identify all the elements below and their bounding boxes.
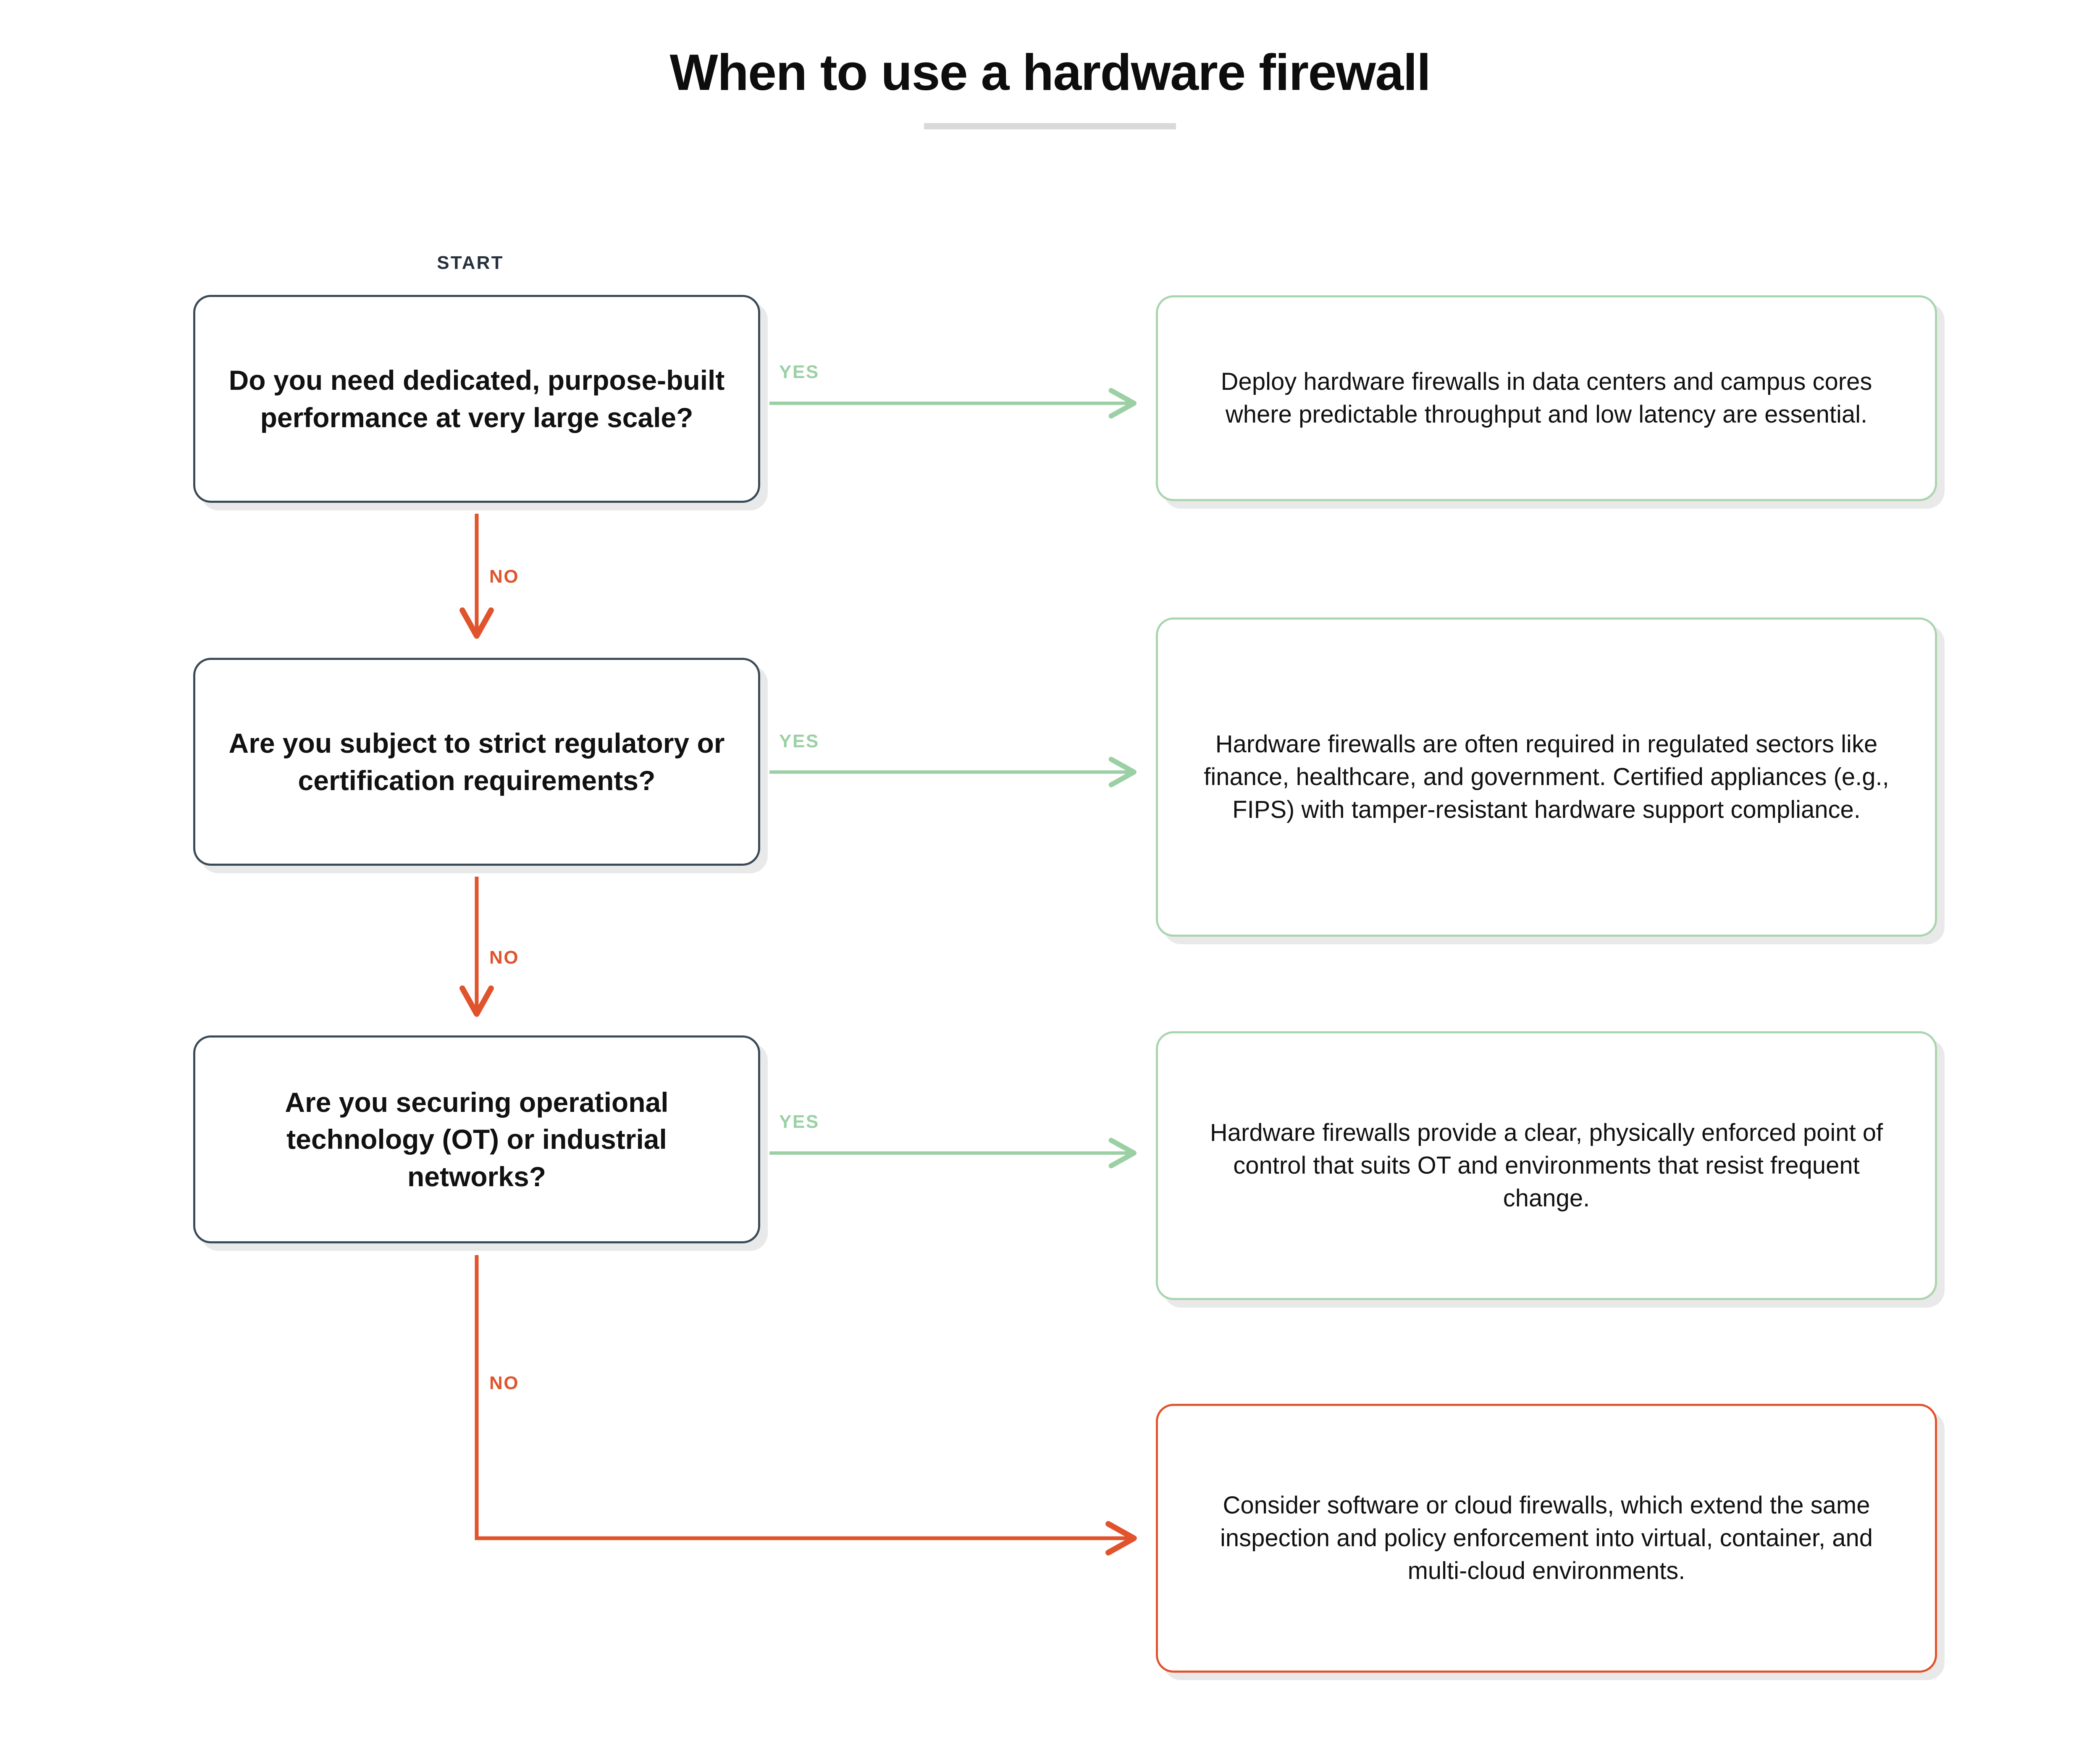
decision-node-performance[interactable]: Do you need dedicated, purpose-built per… xyxy=(193,295,760,503)
outcome-node-software-cloud[interactable]: Consider software or cloud firewalls, wh… xyxy=(1156,1404,1937,1673)
edge-label-no-2: NO xyxy=(489,947,520,968)
outcome-node-ot-control-point-text: Hardware firewalls provide a clear, phys… xyxy=(1210,1119,1883,1212)
decision-node-performance-text: Do you need dedicated, purpose-built per… xyxy=(228,365,725,433)
outcome-node-regulated-sectors[interactable]: Hardware firewalls are often required in… xyxy=(1156,617,1937,937)
decision-node-regulatory[interactable]: Are you subject to strict regulatory or … xyxy=(193,658,760,866)
edge-label-yes-2: YES xyxy=(779,731,819,751)
edge-label-no-1: NO xyxy=(489,566,520,587)
start-label: START xyxy=(437,252,504,273)
outcome-node-ot-control-point[interactable]: Hardware firewalls provide a clear, phys… xyxy=(1156,1031,1937,1300)
page-title: When to use a hardware firewall xyxy=(669,44,1431,101)
outcome-node-data-centers-text: Deploy hardware firewalls in data center… xyxy=(1221,368,1872,428)
outcome-node-software-cloud-text: Consider software or cloud firewalls, wh… xyxy=(1220,1492,1873,1584)
header: When to use a hardware firewall xyxy=(0,0,2100,130)
outcome-node-regulated-sectors-text: Hardware firewalls are often required in… xyxy=(1204,730,1889,823)
edge-label-yes-1: YES xyxy=(779,362,819,382)
edge-label-yes-3: YES xyxy=(779,1111,819,1132)
decision-node-regulatory-text: Are you subject to strict regulatory or … xyxy=(228,728,725,796)
decision-node-ot-industrial[interactable]: Are you securing operational technology … xyxy=(193,1035,760,1243)
edge-label-no-3: NO xyxy=(489,1373,520,1393)
title-underline-divider xyxy=(924,123,1176,130)
edge-q3-no-arrow xyxy=(475,1255,1137,1555)
decision-node-ot-industrial-text: Are you securing operational technology … xyxy=(285,1086,669,1192)
outcome-node-data-centers[interactable]: Deploy hardware firewalls in data center… xyxy=(1156,295,1937,501)
